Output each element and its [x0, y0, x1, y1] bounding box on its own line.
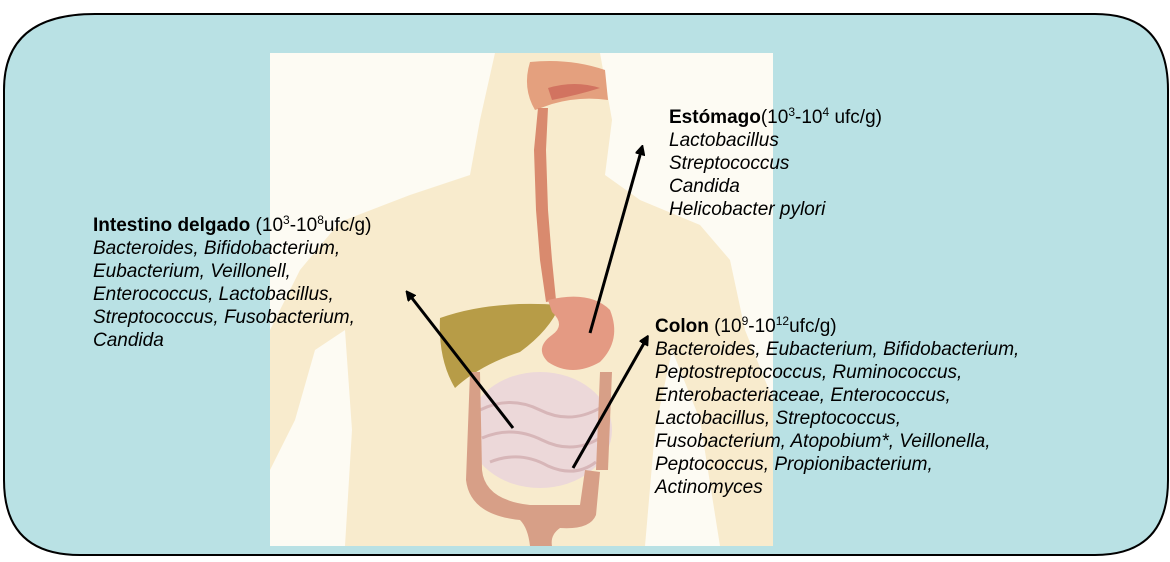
colon-organisms-line: Actinomyces — [655, 476, 1019, 499]
colon-organisms-line: Bacteroides, Eubacterium, Bifidobacteriu… — [655, 338, 1019, 361]
small-intestine-organ — [468, 372, 612, 488]
colon-exp2: 12 — [776, 314, 789, 328]
small-intestine-heading: Intestino delgado (103-108ufc/g) — [93, 215, 371, 236]
small-intestine-organisms-line: Candida — [93, 329, 371, 352]
small-intestine-organisms-line: Enterococcus, Lactobacillus, — [93, 283, 371, 306]
colon-label: Colon (109-1012ufc/g) Bacteroides, Eubac… — [655, 315, 1019, 499]
small-intestine-count-prefix: (10 — [250, 215, 283, 236]
colon-count-suffix: ufc/g) — [789, 316, 837, 337]
colon-count-prefix: (10 — [709, 316, 742, 337]
stomach-label: Estómago(103-104 ufc/g) Lactobacillus St… — [669, 106, 882, 221]
small-intestine-organisms-line: Streptococcus, Fusobacterium, — [93, 306, 371, 329]
colon-organisms-line: Enterobacteriaceae, Enterococcus, — [655, 384, 1019, 407]
small-intestine-exp2: 8 — [317, 213, 324, 227]
colon-count-mid: -10 — [748, 316, 775, 337]
colon-organisms-line: Fusobacterium, Atopobium*, Veillonella, — [655, 430, 1019, 453]
small-intestine-organisms-line: Bacteroides, Bifidobacterium, — [93, 237, 371, 260]
small-intestine-count-suffix: ufc/g) — [324, 215, 372, 236]
colon-organisms-line: Lactobacillus, Streptococcus, — [655, 407, 1019, 430]
stomach-organism: Candida — [669, 175, 882, 198]
small-intestine-organisms-line: Eubacterium, Veillonell, — [93, 260, 371, 283]
stomach-count-prefix: (10 — [761, 107, 788, 128]
small-intestine-name: Intestino delgado — [93, 215, 250, 236]
stomach-count-suffix: ufc/g) — [829, 107, 882, 128]
stomach-organism: Helicobacter pylori — [669, 198, 882, 221]
colon-name: Colon — [655, 316, 709, 337]
stomach-organism: Streptococcus — [669, 152, 882, 175]
stomach-count-mid: -10 — [795, 107, 822, 128]
stomach-exp1: 3 — [788, 105, 795, 119]
small-intestine-label: Intestino delgado (103-108ufc/g) Bactero… — [93, 214, 371, 352]
small-intestine-exp1: 3 — [283, 213, 290, 227]
colon-heading: Colon (109-1012ufc/g) — [655, 316, 837, 337]
colon-organisms-line: Peptostreptococcus, Ruminococcus, — [655, 361, 1019, 384]
colon-organisms-line: Peptococcus, Propionibacterium, — [655, 453, 1019, 476]
stomach-heading: Estómago(103-104 ufc/g) — [669, 107, 882, 128]
stomach-organism: Lactobacillus — [669, 129, 882, 152]
stomach-name: Estómago — [669, 107, 761, 128]
small-intestine-count-mid: -10 — [290, 215, 317, 236]
